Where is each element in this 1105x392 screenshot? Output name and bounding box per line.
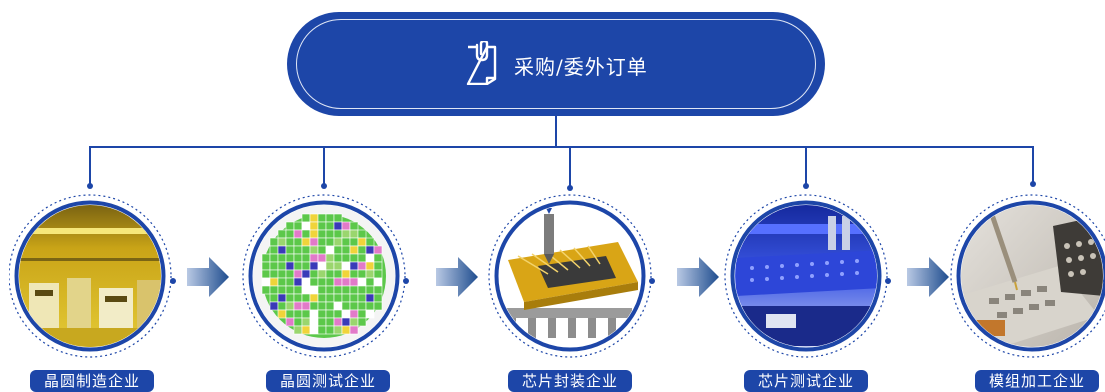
stage-label-chip-test: 芯片测试企业 bbox=[744, 370, 868, 392]
stage-label-wafer-test: 晶圆测试企业 bbox=[266, 370, 390, 392]
stage-label-wafer-fab: 晶圆制造企业 bbox=[30, 370, 154, 392]
stage-label-chip-packaging: 芯片封装企业 bbox=[508, 370, 632, 392]
stage-label-module-assembly: 模组加工企业 bbox=[975, 370, 1099, 392]
